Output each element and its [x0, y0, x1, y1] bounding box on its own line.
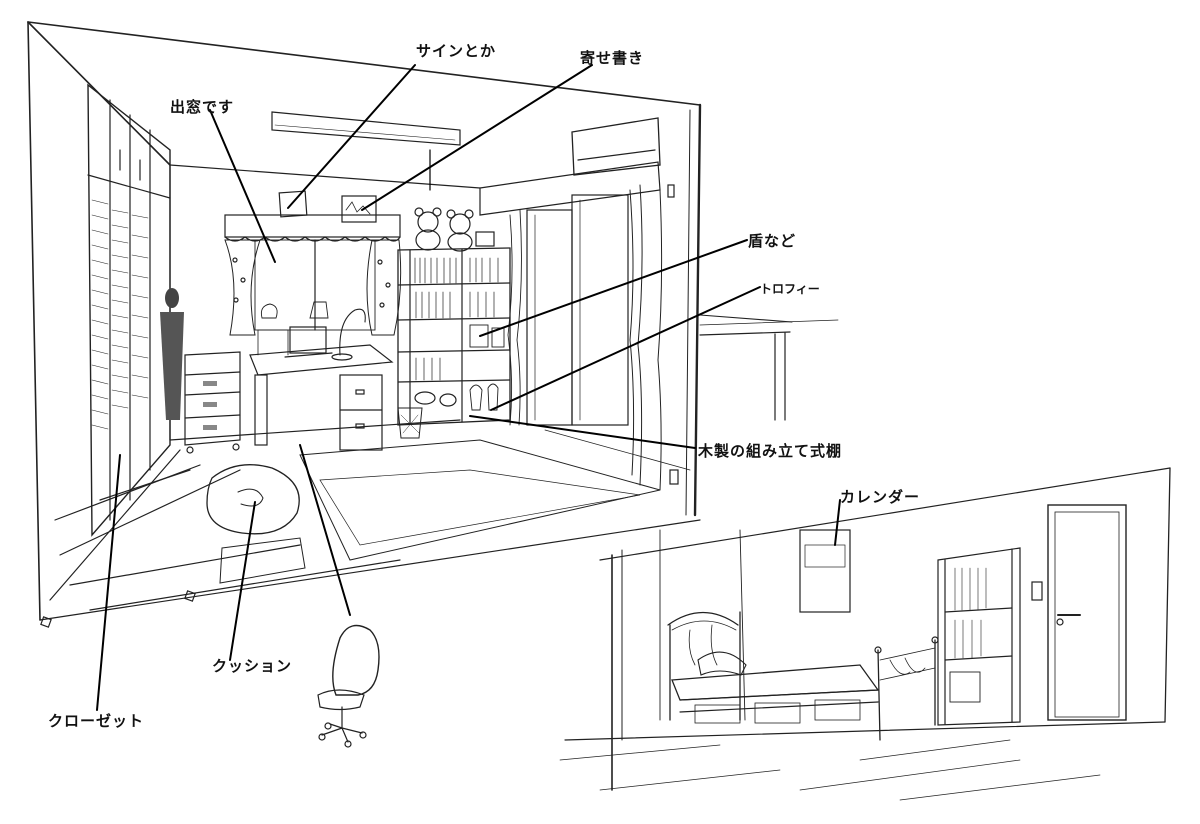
office-chair — [317, 624, 380, 748]
second-room — [559, 467, 1171, 801]
closet — [87, 83, 171, 537]
label-closet: クローゼット — [48, 712, 145, 730]
label-shelf: 木製の組み立て式棚 — [698, 442, 843, 460]
main-room-structure — [27, 21, 701, 628]
cushion — [206, 464, 300, 535]
bay-window — [224, 214, 402, 336]
label-yosegaki: 寄せ書き — [580, 49, 645, 67]
desk — [249, 301, 394, 451]
right-wall — [479, 103, 839, 517]
bookshelf — [397, 247, 511, 426]
wall-frames — [278, 190, 377, 223]
teddy-bears — [414, 207, 495, 252]
label-cushion: クッション — [212, 657, 293, 675]
label-calendar: カレンダー — [840, 488, 921, 506]
figure-silhouette — [160, 288, 184, 420]
label-tate: 盾など — [748, 232, 797, 250]
drawer-cart — [184, 351, 241, 454]
label-sign: サインとか — [416, 42, 497, 60]
ceiling-light — [271, 111, 461, 146]
leader-lines — [96, 64, 841, 711]
label-trophy: トロフィー — [760, 282, 820, 296]
label-demado: 出窓です — [170, 98, 235, 116]
